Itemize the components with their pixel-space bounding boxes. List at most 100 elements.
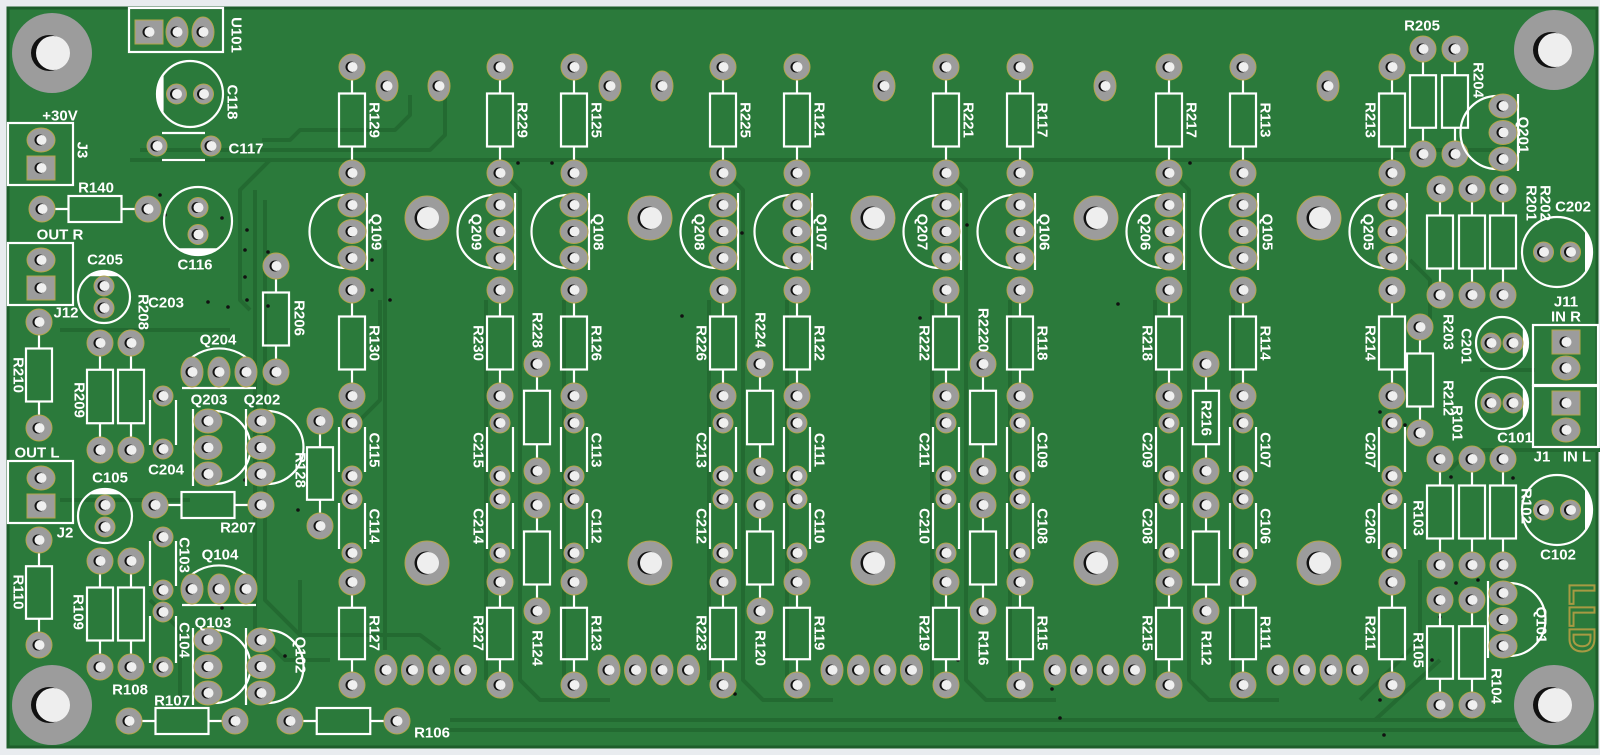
drill-hole [718,548,729,558]
component-label: IN R [1551,309,1581,326]
via [1058,716,1062,720]
drill-hole [792,471,803,481]
transistor-Q201 [1459,93,1520,172]
power-transistor-header [1043,654,1146,686]
heatsink-lug [375,70,399,102]
component-label: +30V [42,108,77,125]
transistor-outline [266,409,305,486]
component-label: R217 [1183,102,1200,138]
drill-hole [381,665,392,675]
drill-hole [792,62,803,72]
mounting-hole [1538,688,1572,722]
via [245,228,249,232]
transistor-outline [753,193,792,270]
component-label: R127 [366,615,383,651]
drill-hole [1539,247,1549,257]
resistor-R227 [485,568,515,699]
drill-hole [95,556,106,566]
via [245,298,249,302]
drill-hole [347,226,358,237]
drill-hole [569,391,580,401]
resistor-R102 [1488,445,1518,579]
component-label: R201 [1523,185,1540,221]
drill-hole [1435,700,1446,710]
component-label: R211 [1362,615,1379,650]
component-label: R113 [1257,102,1274,137]
drill-hole [495,62,506,72]
drill-hole [1486,338,1497,348]
heatsink-lug [1316,70,1340,102]
via [220,216,224,220]
drill-hole [158,607,169,617]
drill-hole [978,466,989,476]
drill-hole [126,445,137,455]
drill-hole [718,418,729,428]
component-label: R120 [752,630,769,666]
copper-trace [358,300,382,422]
drill-hole [198,27,209,37]
drill-hole [718,200,729,210]
resistor-R105 [1425,586,1455,719]
resistor-R124 [522,491,552,625]
drill-hole [978,500,989,510]
drill-hole [1238,418,1249,428]
heatsink-drill [640,552,662,574]
drill-hole [1238,548,1249,558]
component-label: R208 [135,294,152,330]
component-label: R140 [78,180,114,197]
capacitor-outline [1228,427,1258,472]
capacitor-C113 [559,412,589,487]
drill-hole [187,584,198,594]
drill-hole [1238,168,1249,178]
drill-hole [1387,391,1398,401]
component-label: R105 [1410,632,1427,668]
capacitor-outline [485,503,515,549]
drill-hole [827,665,838,675]
power-transistor-header [374,654,477,686]
drill-hole [1201,359,1212,369]
drill-hole [718,494,729,504]
drill-hole [532,500,543,510]
via [516,161,520,165]
via [243,248,247,252]
drill-hole [347,253,358,263]
component-label: C113 [588,432,605,467]
capacitor-C107 [1228,412,1258,487]
copper-trace [238,158,272,312]
drill-hole [495,253,506,263]
mounting-hole-bottom-left [12,665,92,745]
drill-hole [941,577,952,587]
resistor-R209 [85,329,115,464]
drill-hole [241,584,252,594]
via [370,258,374,262]
component-label: R203 [1440,314,1457,350]
resistor-R109 [85,547,115,681]
drill-hole [1015,494,1026,504]
component-label: C106 [1257,508,1274,544]
drill-hole [347,391,358,401]
component-label: C203 [148,295,184,312]
component-label: IN L [1563,449,1591,466]
drill-hole [1015,418,1026,428]
drill-hole [1164,253,1175,263]
drill-hole [495,471,506,481]
resistor-R110 [24,526,54,659]
drill-hole [880,665,891,675]
drill-hole [126,338,137,348]
resistor-R201 [1457,175,1487,309]
drill-hole [158,585,169,595]
drill-hole [347,285,358,295]
component-label: R125 [588,102,605,138]
capacitor-outline [148,541,178,586]
capacitor-outline [337,503,367,549]
component-label: Q205 [1360,214,1377,251]
drill-hole [1498,588,1509,598]
component-label: C110 [811,508,828,543]
via [1476,578,1480,582]
component-label: C211 [916,432,933,467]
via [283,654,287,658]
resistor-R229 [485,53,515,187]
heatsink-hole [627,195,673,241]
via [296,508,300,512]
drill-hole [392,716,403,726]
